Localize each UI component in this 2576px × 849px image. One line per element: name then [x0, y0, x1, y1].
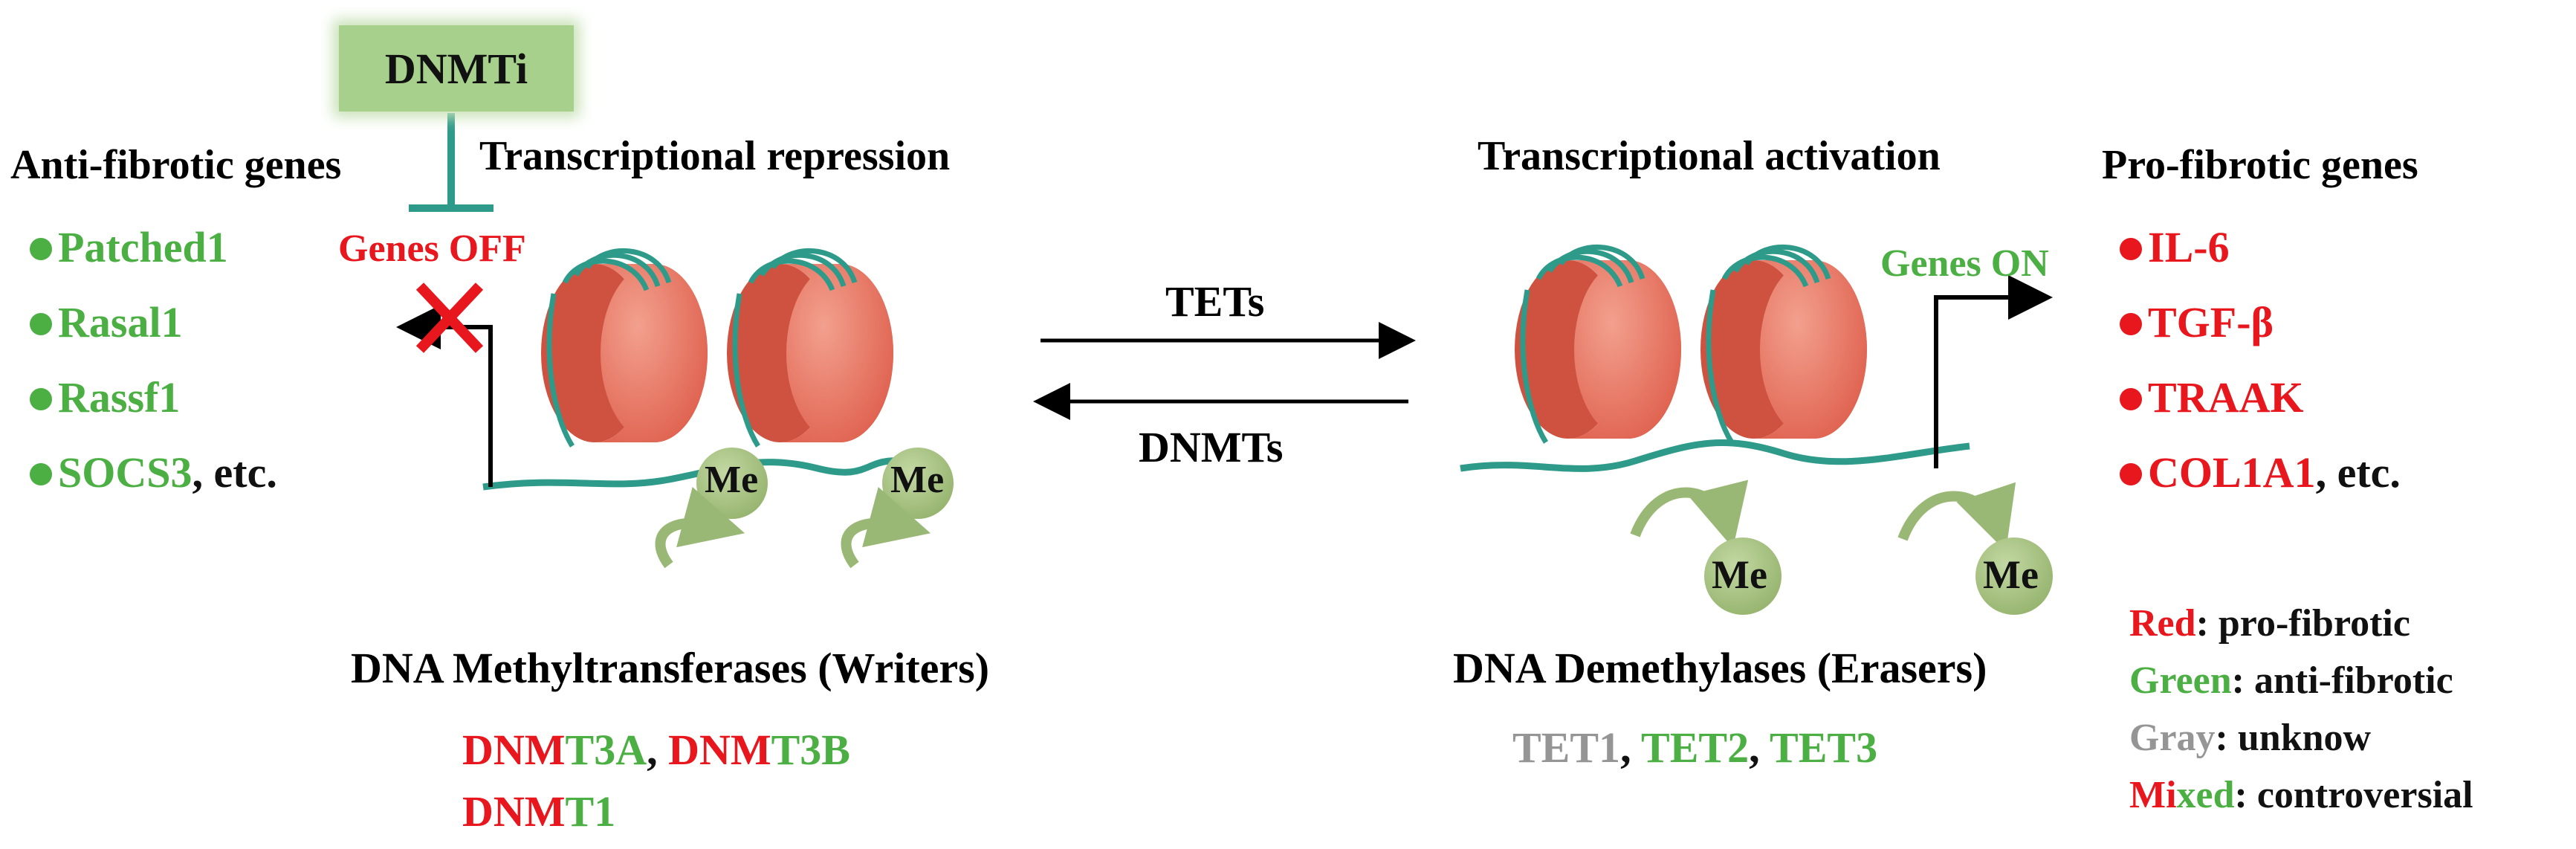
inhibition-symbol	[409, 113, 493, 212]
dna-strand-right	[1460, 439, 1970, 472]
gene-item: COL1A1, etc.	[2120, 435, 2401, 510]
gene-item: Patched1	[30, 210, 277, 285]
pro-fibrotic-heading: Pro-fibrotic genes	[2102, 142, 2418, 188]
transcriptional-activation-title: Transcriptional activation	[1478, 133, 1941, 179]
methyl-label: Me	[705, 459, 759, 501]
legend-item-green: Green: anti-fibrotic	[2129, 659, 2453, 702]
transcriptional-repression-title: Transcriptional repression	[479, 133, 951, 179]
gene-item: Rassf1	[30, 360, 277, 435]
writer-enzymes-line1: DNMT3A, DNMT3B	[462, 726, 850, 774]
writers-title: DNA Methyltransferases (Writers)	[351, 644, 990, 692]
bullet-icon	[2120, 237, 2142, 260]
gene-item: Rasal1	[30, 285, 277, 360]
legend-item-mixed: Mixed: controversial	[2129, 774, 2473, 816]
bullet-icon	[30, 312, 52, 335]
bullet-icon	[2120, 462, 2142, 485]
dnmti-inhibitor-box: DNMTi	[339, 25, 574, 112]
eraser-enzymes: TET1, TET2, TET3	[1512, 723, 1878, 772]
promoter-arrow-right	[1934, 275, 2053, 468]
bullet-icon	[2120, 312, 2142, 335]
genes-off-label: Genes OFF	[338, 227, 526, 270]
legend-item-red: Red: pro-fibrotic	[2129, 602, 2410, 645]
methyl-label: Me	[1712, 552, 1767, 597]
gene-item: IL-6	[2120, 210, 2401, 285]
dnmts-label: DNMTs	[1139, 423, 1284, 471]
methyl-group-right-2	[1897, 482, 2053, 615]
writer-enzymes-line2: DNMT1	[462, 787, 616, 836]
nucleosome-left-1	[541, 248, 708, 448]
nucleosome-right-2	[1700, 245, 1867, 444]
legend-item-gray: Gray: unknow	[2129, 717, 2372, 759]
gene-item: TGF-β	[2120, 285, 2401, 360]
bullet-icon	[2120, 387, 2142, 410]
methyl-group-left-1	[655, 448, 768, 569]
color-legend: Red: pro-fibrotic Green: anti-fibrotic G…	[2129, 595, 2473, 824]
methyl-group-right-1	[1630, 480, 1781, 615]
anti-fibrotic-gene-list: Patched1 Rasal1 Rassf1 SOCS3, etc.	[30, 210, 277, 510]
erasers-title: DNA Demethylases (Erasers)	[1453, 644, 1987, 692]
genes-on-label: Genes ON	[1880, 242, 2049, 285]
tets-label: TETs	[1165, 277, 1265, 326]
bullet-icon	[30, 462, 52, 485]
bullet-icon	[30, 387, 52, 410]
gene-item: SOCS3, etc.	[30, 435, 277, 510]
dnmti-label: DNMTi	[384, 44, 528, 93]
gene-item: TRAAK	[2120, 360, 2401, 435]
anti-fibrotic-heading: Anti-fibrotic genes	[10, 142, 342, 188]
nucleosome-left-2	[727, 248, 893, 448]
methyl-label: Me	[890, 459, 945, 501]
nucleosome-right-1	[1515, 245, 1681, 444]
promoter-arrow-left	[396, 305, 493, 487]
methyl-group-left-2	[841, 448, 954, 569]
methyl-label: Me	[1983, 552, 2039, 597]
pro-fibrotic-gene-list: IL-6 TGF-β TRAAK COL1A1, etc.	[2120, 210, 2401, 510]
bullet-icon	[30, 237, 52, 260]
blocked-x-icon	[415, 283, 484, 353]
